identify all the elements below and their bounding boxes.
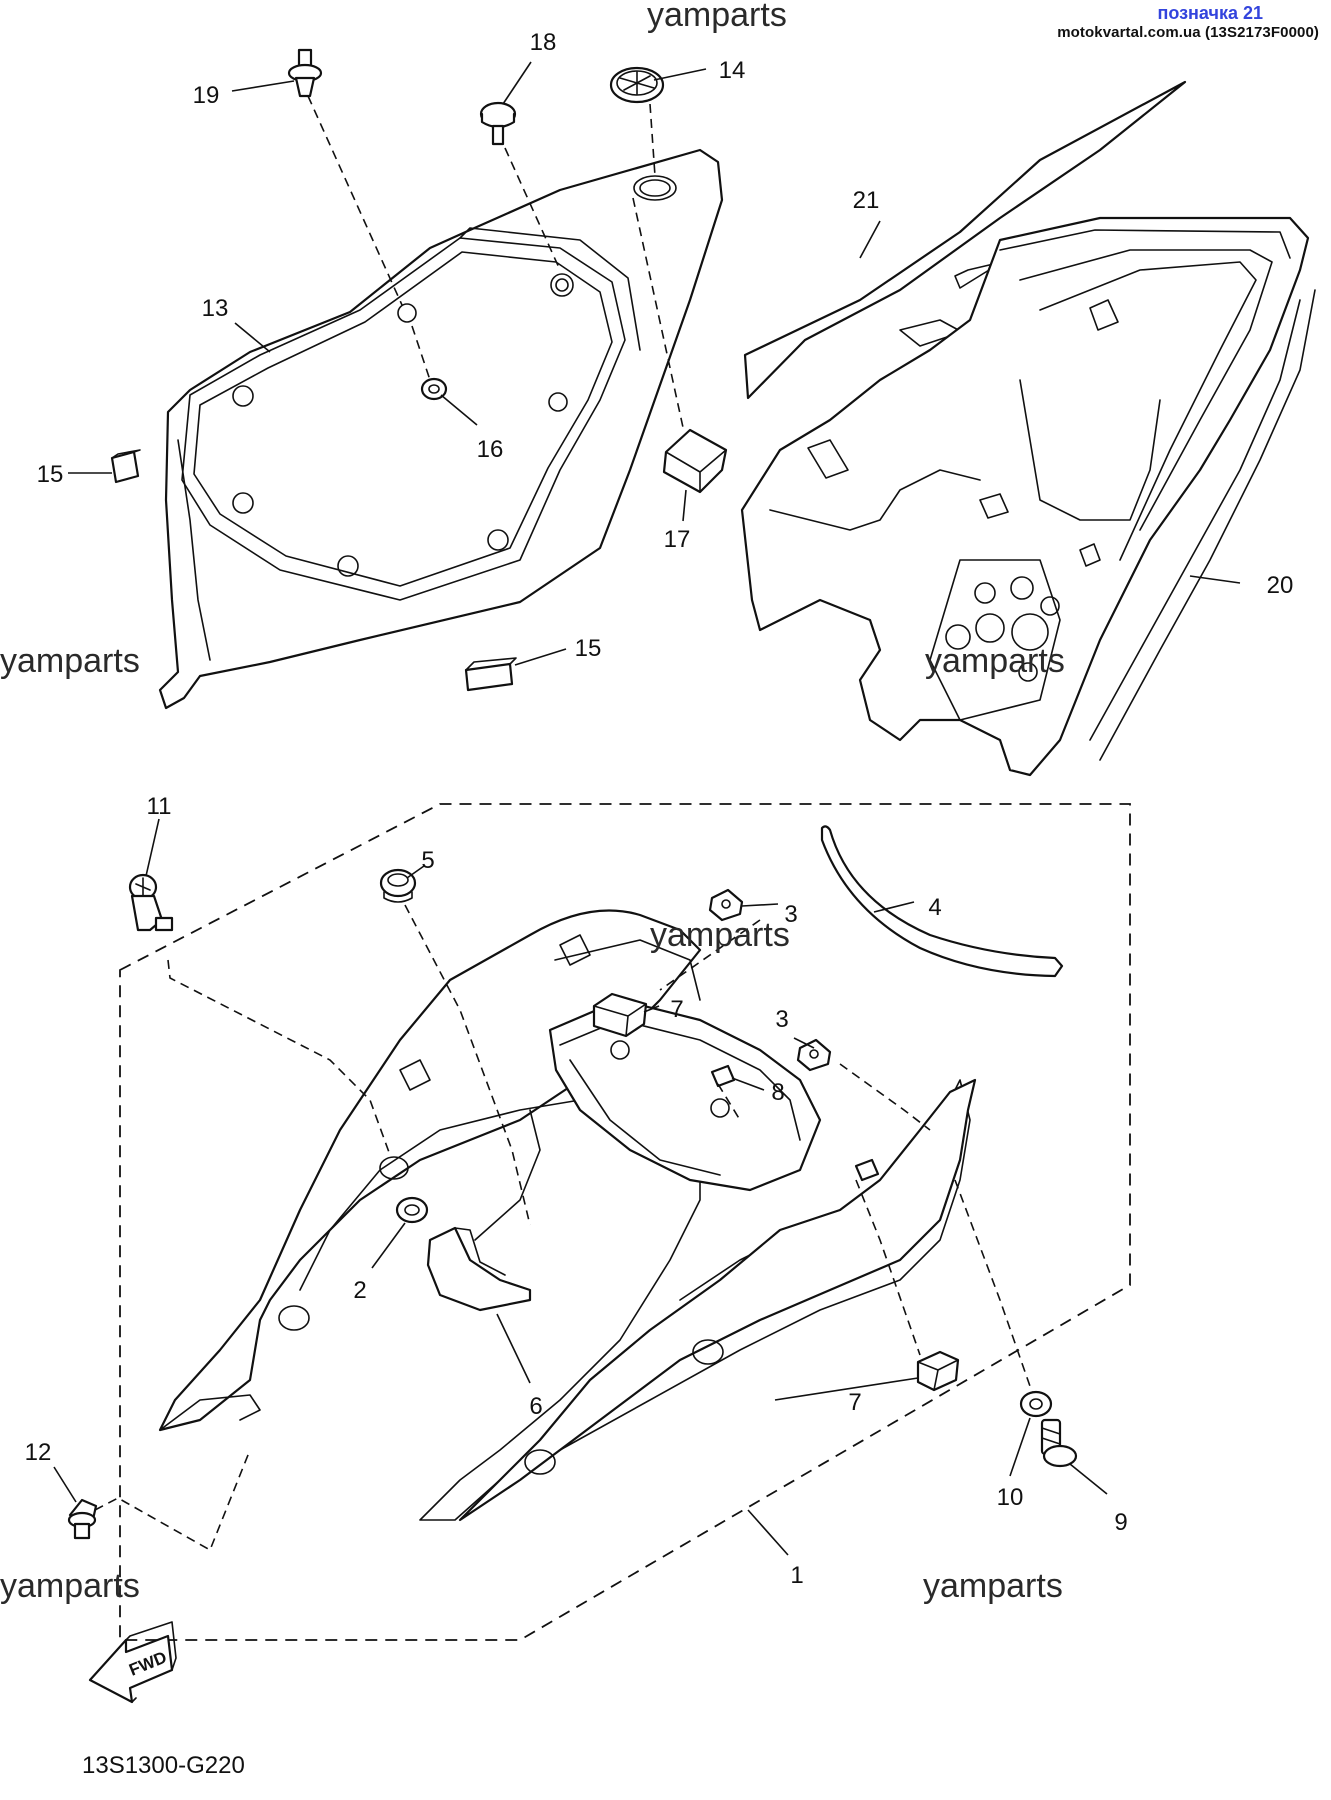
header-subtitle: motokvartal.com.ua (13S2173F0000) — [1057, 24, 1319, 41]
diagram-code: 13S1300-G220 — [82, 1752, 245, 1779]
callout-16: 16 — [477, 436, 504, 463]
part-1-side-cover — [158, 909, 977, 1522]
watermark-top: yamparts — [647, 0, 787, 34]
callout-10: 10 — [997, 1484, 1024, 1511]
callout-3a: 3 — [784, 901, 797, 928]
watermark-right-mid: yamparts — [925, 642, 1065, 680]
callout-1: 1 — [790, 1562, 803, 1589]
callout-15a: 15 — [37, 461, 64, 488]
part-15-pad-left — [110, 449, 141, 484]
callout-4: 4 — [928, 894, 941, 921]
callout-7b: 7 — [848, 1389, 861, 1416]
part-3-nut-mid — [796, 1038, 832, 1072]
part-5-grommet — [379, 868, 417, 903]
part-2-washer — [395, 1196, 429, 1224]
part-11-screw — [128, 873, 174, 932]
part-12-rivet — [67, 1498, 98, 1540]
callout-12: 12 — [25, 1439, 52, 1466]
callout-21: 21 — [853, 187, 880, 214]
callout-19: 19 — [193, 82, 220, 109]
callout-6: 6 — [529, 1393, 542, 1420]
callout-11: 11 — [147, 793, 172, 820]
callout-9: 9 — [1114, 1509, 1127, 1536]
part-7-block-lower — [916, 1350, 960, 1392]
side-cover-inner — [158, 148, 724, 710]
part-9-screw — [1040, 1418, 1078, 1468]
header-title: позначка 21 — [1157, 3, 1263, 23]
part-8-pad-lower — [854, 1158, 880, 1182]
callout-5: 5 — [421, 847, 434, 874]
callout-7a: 7 — [670, 996, 683, 1023]
part-4-strip — [820, 825, 1064, 978]
part-14-grommet — [609, 66, 665, 104]
watermark-left-low: yamparts — [0, 1567, 140, 1605]
assembly-outline — [119, 803, 1131, 1641]
part-6-plate — [426, 1109, 541, 1312]
part-17-block — [662, 428, 728, 494]
part-19-rivet — [287, 48, 323, 98]
part-20-rear-cover — [740, 216, 1316, 777]
callout-15b: 15 — [575, 635, 602, 662]
part-8-pad-upper — [710, 1064, 736, 1088]
part-16-washer — [420, 377, 448, 401]
callout-8: 8 — [771, 1079, 784, 1106]
part-18-screw — [479, 101, 517, 146]
watermark-right-low: yamparts — [923, 1567, 1063, 1605]
callout-2: 2 — [353, 1277, 366, 1304]
callout-13: 13 — [202, 295, 229, 322]
callout-18: 18 — [530, 29, 557, 56]
watermark-left-mid: yamparts — [0, 642, 140, 680]
part-7-block-upper — [592, 992, 648, 1038]
watermark-center: yamparts — [650, 916, 790, 954]
part-15-pad-right — [464, 657, 517, 692]
part-3-nut-top — [708, 888, 744, 922]
callout-3b: 3 — [775, 1006, 788, 1033]
fwd-arrow-icon: FWD — [88, 1621, 177, 1704]
callout-20: 20 — [1267, 572, 1294, 599]
part-10-washer — [1019, 1390, 1053, 1418]
callout-14: 14 — [719, 57, 746, 84]
callout-17: 17 — [664, 526, 691, 553]
